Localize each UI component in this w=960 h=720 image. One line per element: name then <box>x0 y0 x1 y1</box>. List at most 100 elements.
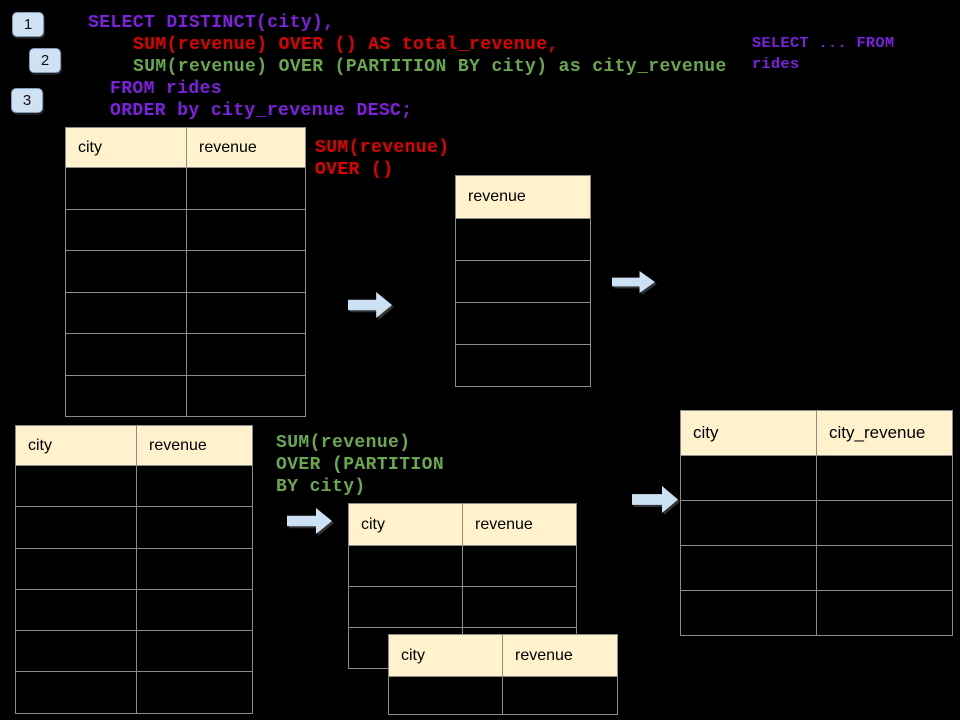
body-cell <box>137 631 253 673</box>
body-cell <box>16 466 137 508</box>
body-cell <box>187 251 306 293</box>
body-cell <box>16 589 137 632</box>
header-cell-revenue: revenue <box>456 176 591 219</box>
sql-line-city-revenue: SUM(revenue) OVER (PARTITION BY city) as… <box>133 57 727 77</box>
header-cell-revenue: revenue <box>187 128 306 168</box>
table-row <box>66 375 306 417</box>
body-cell <box>456 219 591 261</box>
arrow-from-total-icon <box>612 271 655 293</box>
body-cell <box>817 456 953 501</box>
body-cell <box>349 546 463 587</box>
body-cell <box>456 345 591 387</box>
partition-label: SUM(revenue) OVER (PARTITION BY city) <box>276 432 444 498</box>
body-cell <box>463 587 577 628</box>
table-row <box>16 589 253 632</box>
body-cell <box>681 546 817 591</box>
label-line: OVER () <box>315 160 394 180</box>
arrow-to-city-revenue-icon <box>632 486 678 513</box>
body-cell <box>66 292 187 334</box>
body-cell <box>66 209 187 251</box>
table-row <box>389 677 618 715</box>
sql-code-block: SELECT DISTINCT(city), SUM(revenue) OVER… <box>88 12 727 122</box>
table-row <box>456 261 591 303</box>
body-cell <box>137 589 253 632</box>
label-line: BY city) <box>276 477 366 497</box>
sql-line-select: SELECT DISTINCT(city), <box>88 13 335 33</box>
sql-line-total-revenue: SUM(revenue) OVER () AS total_revenue, <box>133 35 559 55</box>
table-header-row: revenue <box>456 176 591 219</box>
table-row <box>16 631 253 673</box>
body-cell <box>187 168 306 210</box>
step-badge-3: 3 <box>11 88 43 113</box>
body-cell <box>187 334 306 376</box>
body-cell <box>16 672 137 714</box>
table-row <box>66 292 306 334</box>
table-row <box>66 209 306 251</box>
body-cell <box>16 631 137 673</box>
header-cell-revenue: revenue <box>463 504 577 546</box>
body-cell <box>681 456 817 501</box>
table-row <box>16 466 253 508</box>
body-cell <box>16 548 137 590</box>
body-cell <box>137 672 253 714</box>
table-row <box>349 587 577 628</box>
table-row <box>681 456 953 501</box>
arrow-to-partition-icon <box>287 508 332 534</box>
arrow-to-total-icon <box>348 292 392 318</box>
step-badge-1: 1 <box>12 12 44 37</box>
label-line: SUM(revenue) <box>315 138 450 158</box>
table-row <box>16 672 253 714</box>
label-line: OVER (PARTITION <box>276 455 445 475</box>
header-cell-city: city <box>389 635 503 677</box>
body-cell <box>187 375 306 417</box>
header-cell-revenue: revenue <box>503 635 618 677</box>
header-cell-city: city <box>66 128 187 168</box>
body-cell <box>66 168 187 210</box>
step-badge-2: 2 <box>29 48 61 73</box>
body-cell <box>463 546 577 587</box>
table-total-revenue-result: revenue <box>455 175 591 387</box>
body-cell <box>349 587 463 628</box>
body-cell <box>66 375 187 417</box>
table-row <box>66 251 306 293</box>
body-cell <box>16 507 137 549</box>
body-cell <box>681 501 817 546</box>
body-cell <box>137 507 253 549</box>
table-row <box>681 501 953 546</box>
total-revenue-label: SUM(revenue) OVER () <box>315 137 449 181</box>
note-line: rides <box>752 56 800 73</box>
body-cell <box>817 591 953 636</box>
body-cell <box>503 677 618 715</box>
table-row <box>66 334 306 376</box>
sql-line-order-by: ORDER by city_revenue DESC; <box>110 101 413 121</box>
table-row <box>349 546 577 587</box>
table-row <box>456 345 591 387</box>
header-cell-city_revenue: city_revenue <box>817 411 953 456</box>
sql-line-from: FROM rides <box>110 79 223 99</box>
body-cell <box>817 501 953 546</box>
body-cell <box>66 251 187 293</box>
label-line: SUM(revenue) <box>276 433 411 453</box>
select-from-rides-note: SELECT ... FROM rides <box>752 33 895 75</box>
header-cell-revenue: revenue <box>137 426 253 466</box>
table-row <box>681 591 953 636</box>
table-row <box>681 546 953 591</box>
table-row <box>456 303 591 345</box>
body-cell <box>137 548 253 590</box>
header-cell-city: city <box>349 504 463 546</box>
body-cell <box>187 209 306 251</box>
table-row <box>16 507 253 549</box>
body-cell <box>456 261 591 303</box>
body-cell <box>681 591 817 636</box>
body-cell <box>137 466 253 508</box>
body-cell <box>456 303 591 345</box>
header-cell-city: city <box>16 426 137 466</box>
